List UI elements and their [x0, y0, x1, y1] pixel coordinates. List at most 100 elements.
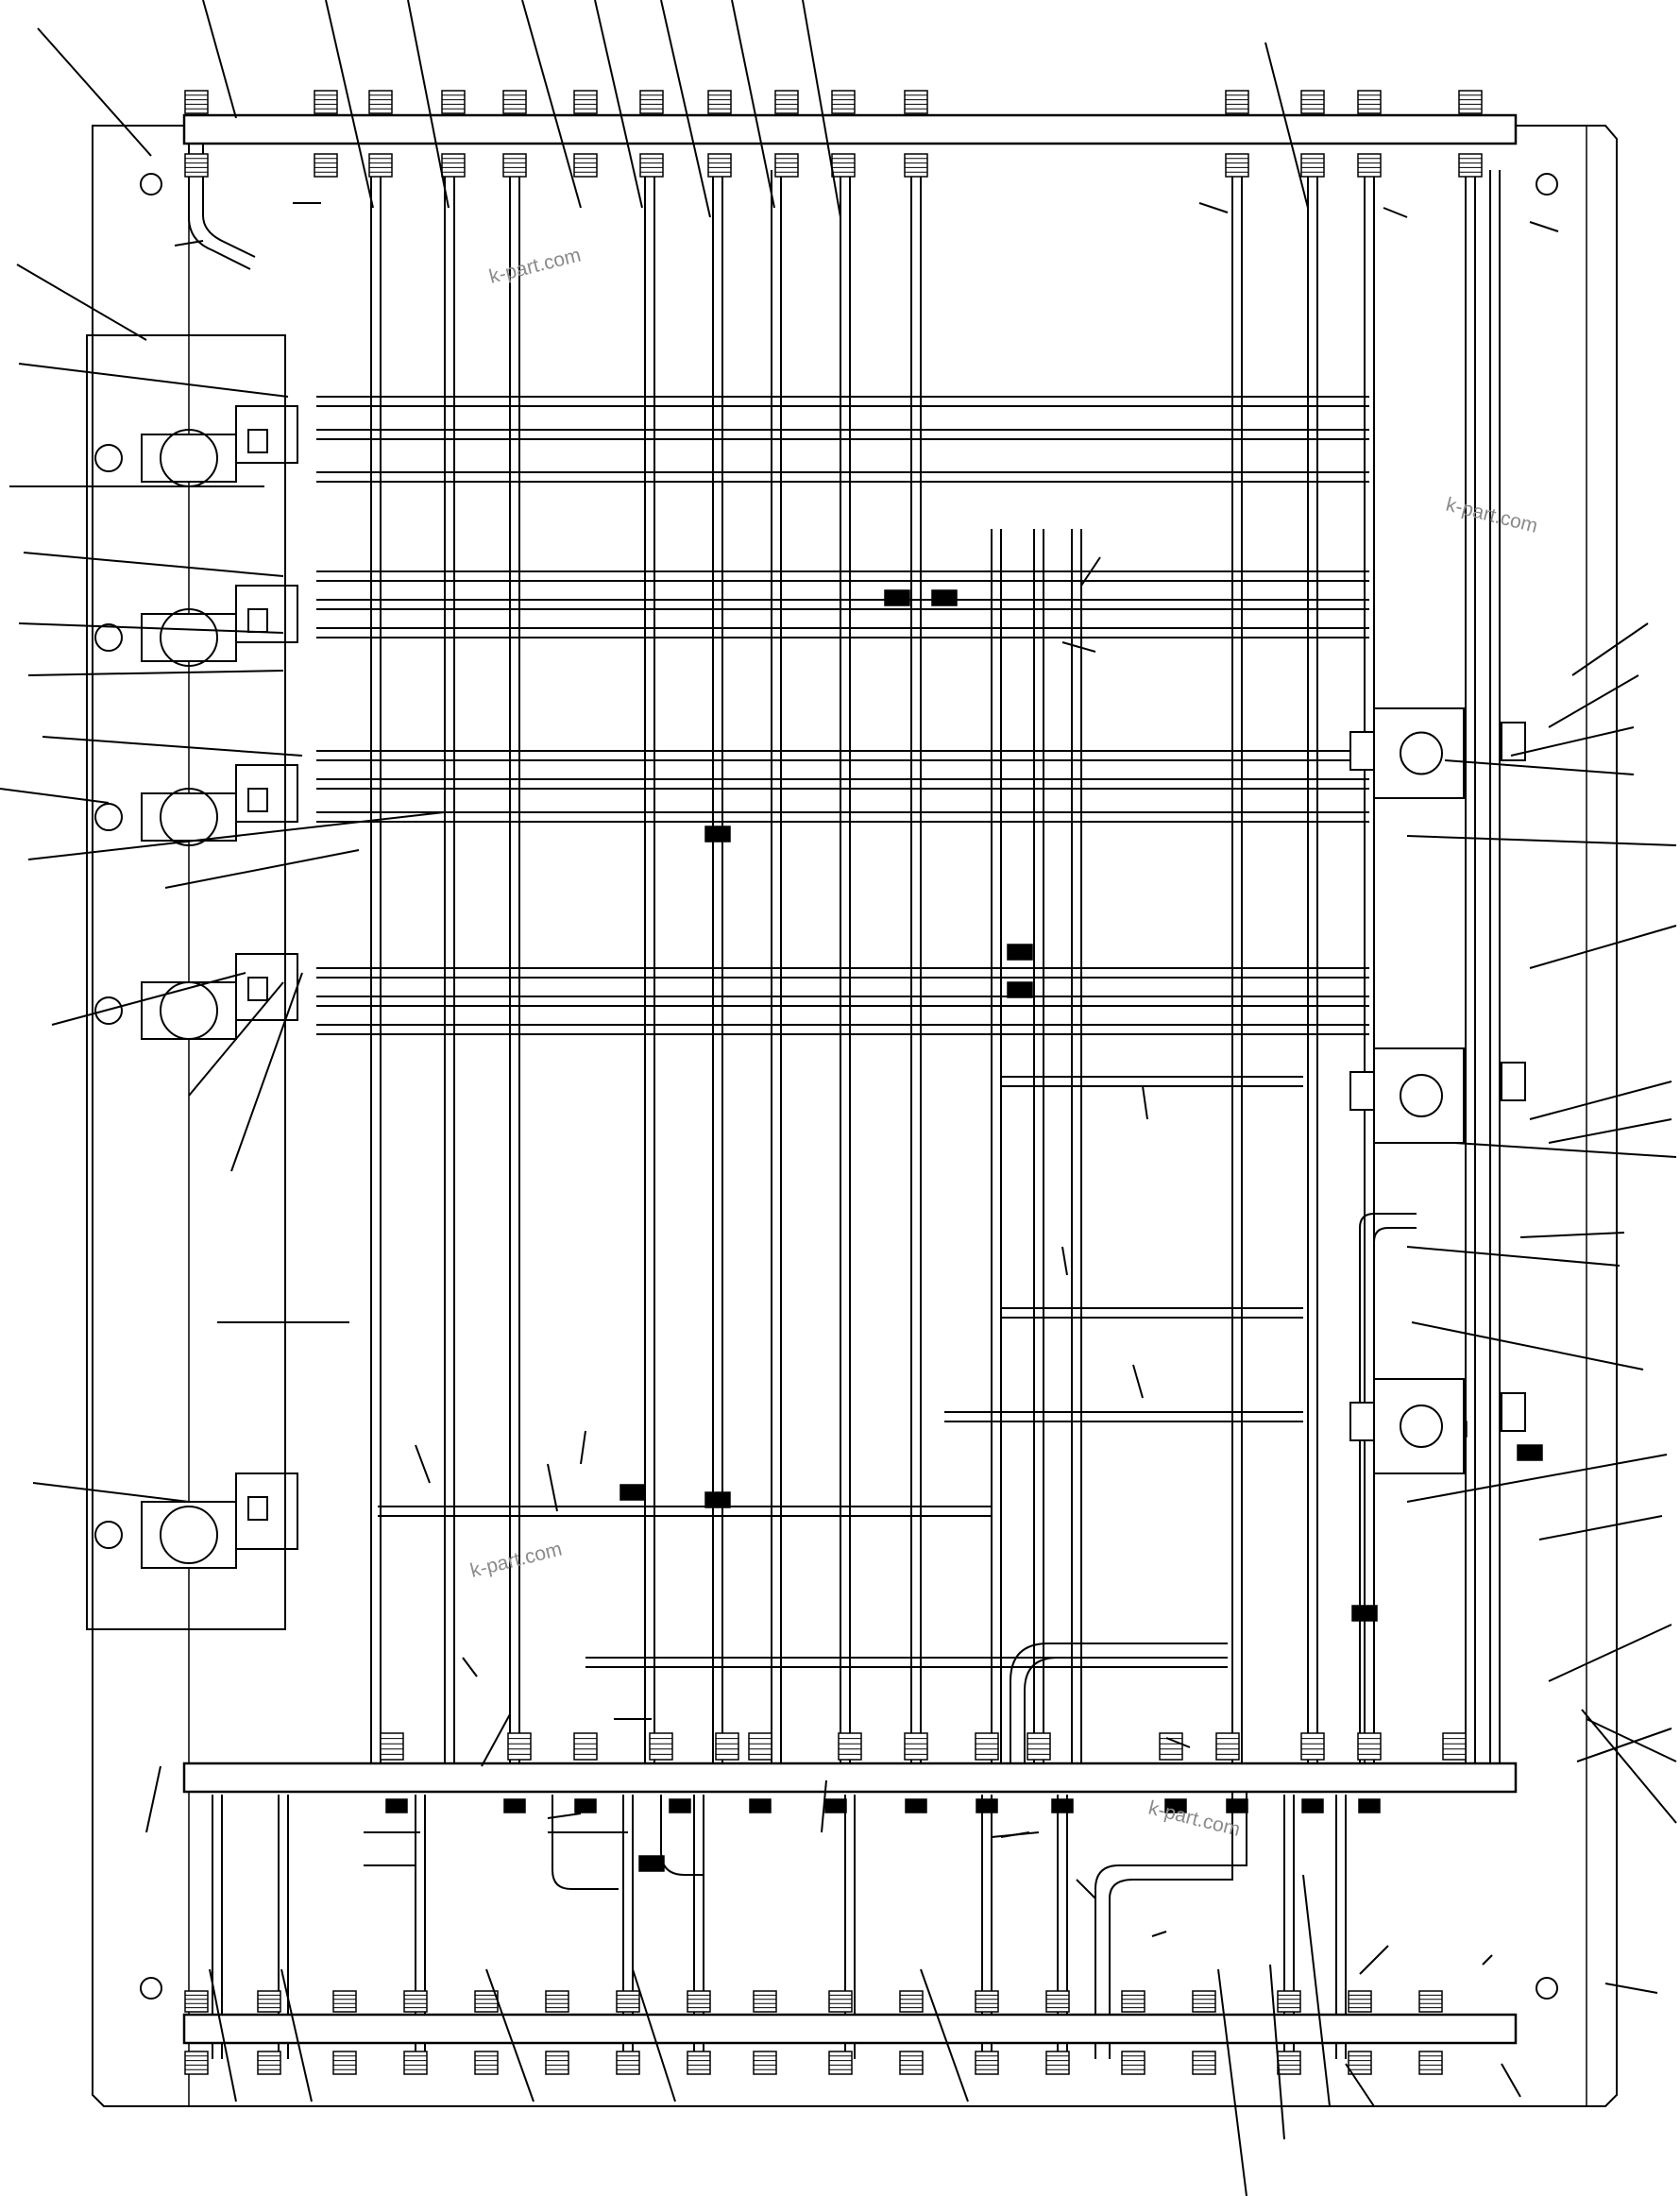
right-solenoid-face [1400, 1404, 1443, 1448]
callout-leader [1406, 835, 1677, 846]
valve-port [247, 788, 268, 812]
middle-header-port [1301, 1798, 1324, 1813]
top-header-fitting [441, 153, 466, 178]
valve-port [247, 608, 268, 633]
middle-header-port [1051, 1798, 1074, 1813]
callout-leader [18, 622, 284, 634]
bottom-header-fitting [1348, 2051, 1372, 2075]
connector-block [619, 1484, 646, 1501]
top-header-fitting [184, 153, 209, 178]
pipe-bend [1373, 1227, 1417, 1776]
callout-leader [1548, 674, 1639, 728]
mounting-hole [1536, 173, 1558, 196]
bottom-header-fitting [1418, 1990, 1443, 2013]
callout-leader [1411, 1321, 1644, 1370]
bottom-header-fitting [899, 1990, 924, 2013]
middle-header-port [749, 1798, 772, 1813]
middle-header-fitting [904, 1732, 928, 1761]
callout-leader [1345, 2063, 1375, 2107]
callout-leader [1529, 925, 1677, 969]
callout-leader [23, 552, 284, 577]
callout-leader [1444, 759, 1635, 775]
solenoid-coil-face [160, 1506, 218, 1564]
callout-leader [407, 0, 450, 209]
callout-leader [280, 1968, 313, 2102]
callout-leader [145, 1765, 161, 1833]
callout-leader [802, 0, 841, 218]
connector-block [1351, 1605, 1378, 1622]
bottom-header-fitting [828, 2051, 853, 2075]
top-header-fitting [314, 153, 338, 178]
annotation-tick [481, 1713, 511, 1767]
bottom-header-fitting [332, 1990, 357, 2013]
valve-port [1501, 1062, 1526, 1101]
top-header [182, 113, 1518, 145]
annotation-tick [547, 1813, 582, 1819]
middle-header-fitting [1027, 1732, 1051, 1761]
middle-header-port [1358, 1798, 1381, 1813]
middle-header-port [1226, 1798, 1248, 1813]
callout-leader [1548, 1624, 1672, 1682]
callout-leader [594, 0, 643, 209]
callout-leader [1269, 1964, 1285, 2140]
mounting-hole [140, 173, 162, 196]
callout-leader [1302, 1874, 1331, 2107]
right-solenoid-valve-body [1373, 707, 1465, 799]
top-header-fitting [904, 90, 928, 114]
bottom-header-fitting [474, 2051, 499, 2075]
middle-header-port [669, 1798, 691, 1813]
watermark: k-part.com [1444, 494, 1540, 537]
top-header-fitting [368, 90, 393, 114]
callout-leader [821, 1779, 827, 1833]
annotation-tick [1165, 1737, 1191, 1748]
bottom-header-fitting [753, 1990, 777, 2013]
middle-header-fitting [1357, 1732, 1382, 1761]
callout-leader [27, 670, 284, 676]
annotation-tick [415, 1444, 431, 1484]
annotation-tick [1061, 1246, 1068, 1276]
mounting-hole [140, 1977, 162, 2000]
callout-leader [485, 1968, 535, 2102]
pipe-network [188, 132, 1501, 2059]
callout-leader [42, 736, 303, 757]
callout-leader [1217, 1968, 1247, 2196]
top-header-fitting [441, 90, 466, 114]
callout-leader [1406, 1246, 1621, 1267]
bottom-header-fitting [616, 1990, 640, 2013]
annotation-tick [174, 240, 204, 247]
middle-header [182, 1762, 1518, 1794]
callout-leader [51, 972, 246, 1026]
callout-leader [632, 1968, 676, 2102]
callout-leader [164, 849, 360, 889]
callout-leader [1538, 1515, 1663, 1541]
middle-header-fitting [380, 1732, 404, 1761]
callout-leader [1548, 1118, 1672, 1144]
callout-leader [1264, 42, 1309, 209]
callout-leader [1604, 1983, 1658, 1994]
middle-header-fitting [573, 1732, 598, 1761]
callout-leader [521, 0, 582, 209]
right-solenoid-valve-body [1373, 1047, 1465, 1144]
callout-leader [1406, 1454, 1668, 1503]
solenoid-coil [141, 981, 237, 1040]
bottom-header-fitting [1418, 2051, 1443, 2075]
bottom-header-fitting [1121, 2051, 1145, 2075]
solenoid-coil-face [160, 608, 218, 667]
middle-header-port [574, 1798, 597, 1813]
solenoid-mount-lug [94, 1521, 123, 1549]
callout-leader [1586, 1718, 1677, 1762]
solenoid-mount-lug [94, 623, 123, 652]
bottom-header-fitting [687, 2051, 711, 2075]
top-header-fitting [1225, 90, 1249, 114]
callout-leader [1571, 622, 1649, 676]
annotation-tick [1061, 641, 1096, 653]
top-header-fitting [904, 153, 928, 178]
bottom-header-fitting [1045, 2051, 1070, 2075]
callout-leader [1453, 1142, 1677, 1158]
top-header-fitting [1300, 153, 1325, 178]
bottom-header-fitting [332, 2051, 357, 2075]
pipe-bend [202, 132, 256, 258]
solenoid-mount-lug [94, 803, 123, 831]
annotation-tick [1000, 1831, 1030, 1838]
